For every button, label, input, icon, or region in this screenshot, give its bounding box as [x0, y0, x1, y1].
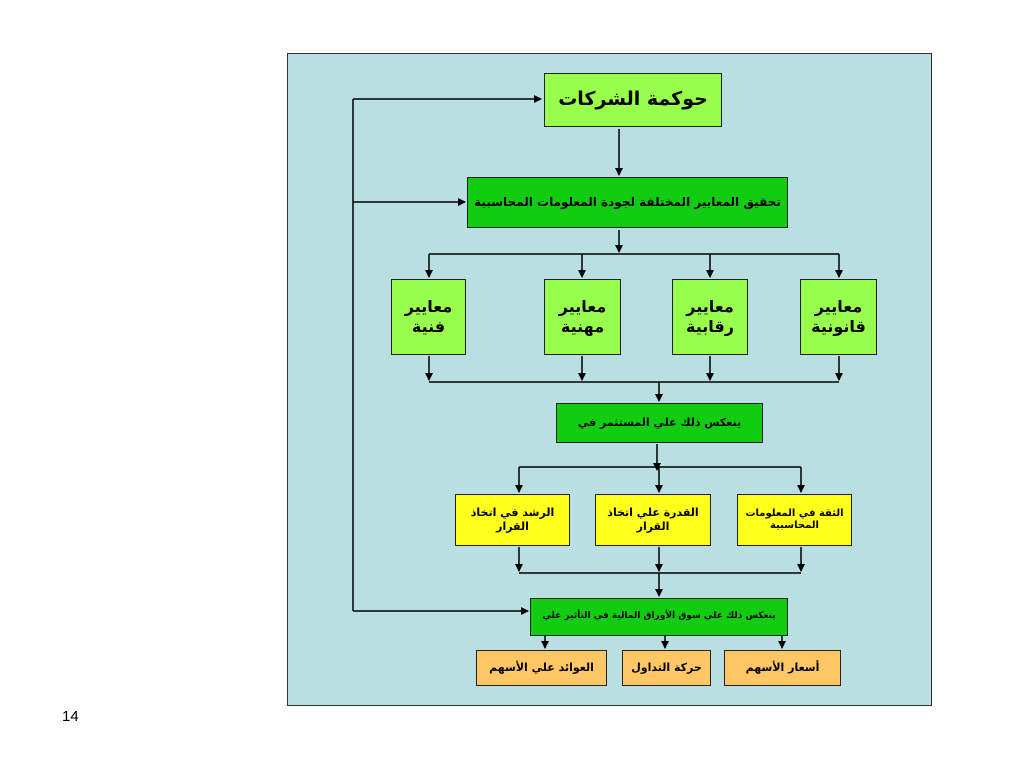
prices-box: أسعار الأسهم — [724, 650, 841, 686]
legal-standards-box: معايير قانونية — [800, 279, 877, 355]
quality-standards-box: تحقيق المعايير المختلفة لجودة المعلومات … — [467, 177, 788, 228]
market-effect-box: ينعكس ذلك علي سوق الأوراق المالية في الت… — [530, 598, 788, 636]
decision-ability-box: القدرة علي اتخاذ القرار — [595, 494, 711, 546]
governance-box: حوكمة الشركات — [544, 73, 722, 127]
slide-number: 14 — [62, 708, 79, 725]
technical-standards-box: معايير فنية — [391, 279, 466, 355]
returns-box: العوائد علي الأسهم — [476, 650, 607, 686]
diagram-panel — [287, 53, 932, 706]
trust-box: الثقة في المعلومات المحاسبية — [737, 494, 852, 546]
professional-standards-box: معايير مهنية — [544, 279, 621, 355]
regulatory-standards-box: معايير رقابية — [672, 279, 748, 355]
rationality-box: الرشد في اتخاذ القرار — [455, 494, 570, 546]
trading-box: حركة التداول — [622, 650, 711, 686]
investor-effect-box: ينعكس ذلك علي المستثمر في — [556, 403, 763, 443]
